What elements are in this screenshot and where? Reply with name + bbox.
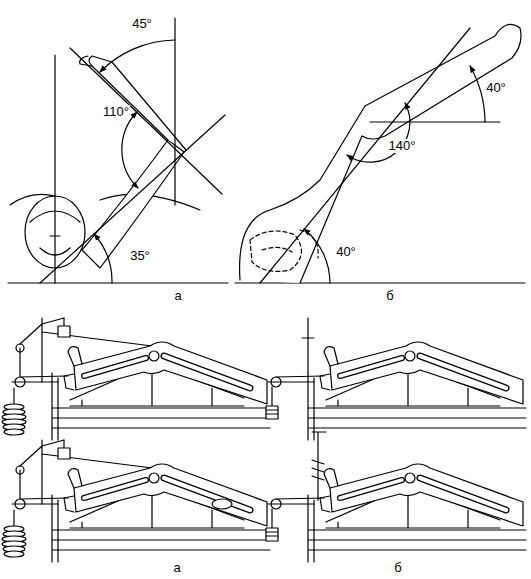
figure-letter: б: [385, 289, 394, 303]
figure-letter: а: [173, 289, 182, 303]
traction-panel: [266, 432, 526, 562]
angle-label: 140°: [388, 139, 417, 153]
traction-panel: [2, 318, 270, 440]
angle-label: 40°: [335, 245, 357, 259]
angle-label: 35°: [129, 249, 151, 263]
figure-letter: а: [172, 561, 181, 575]
angle-label: 45°: [131, 17, 153, 31]
traction-panel: [2, 440, 270, 562]
angle-label: 110°: [102, 105, 130, 119]
figure-letter: б: [393, 561, 402, 575]
angle-label: 40°: [485, 81, 507, 95]
arm-figure: [8, 18, 228, 283]
traction-panel: [266, 318, 526, 440]
leg-figure: [235, 24, 525, 283]
